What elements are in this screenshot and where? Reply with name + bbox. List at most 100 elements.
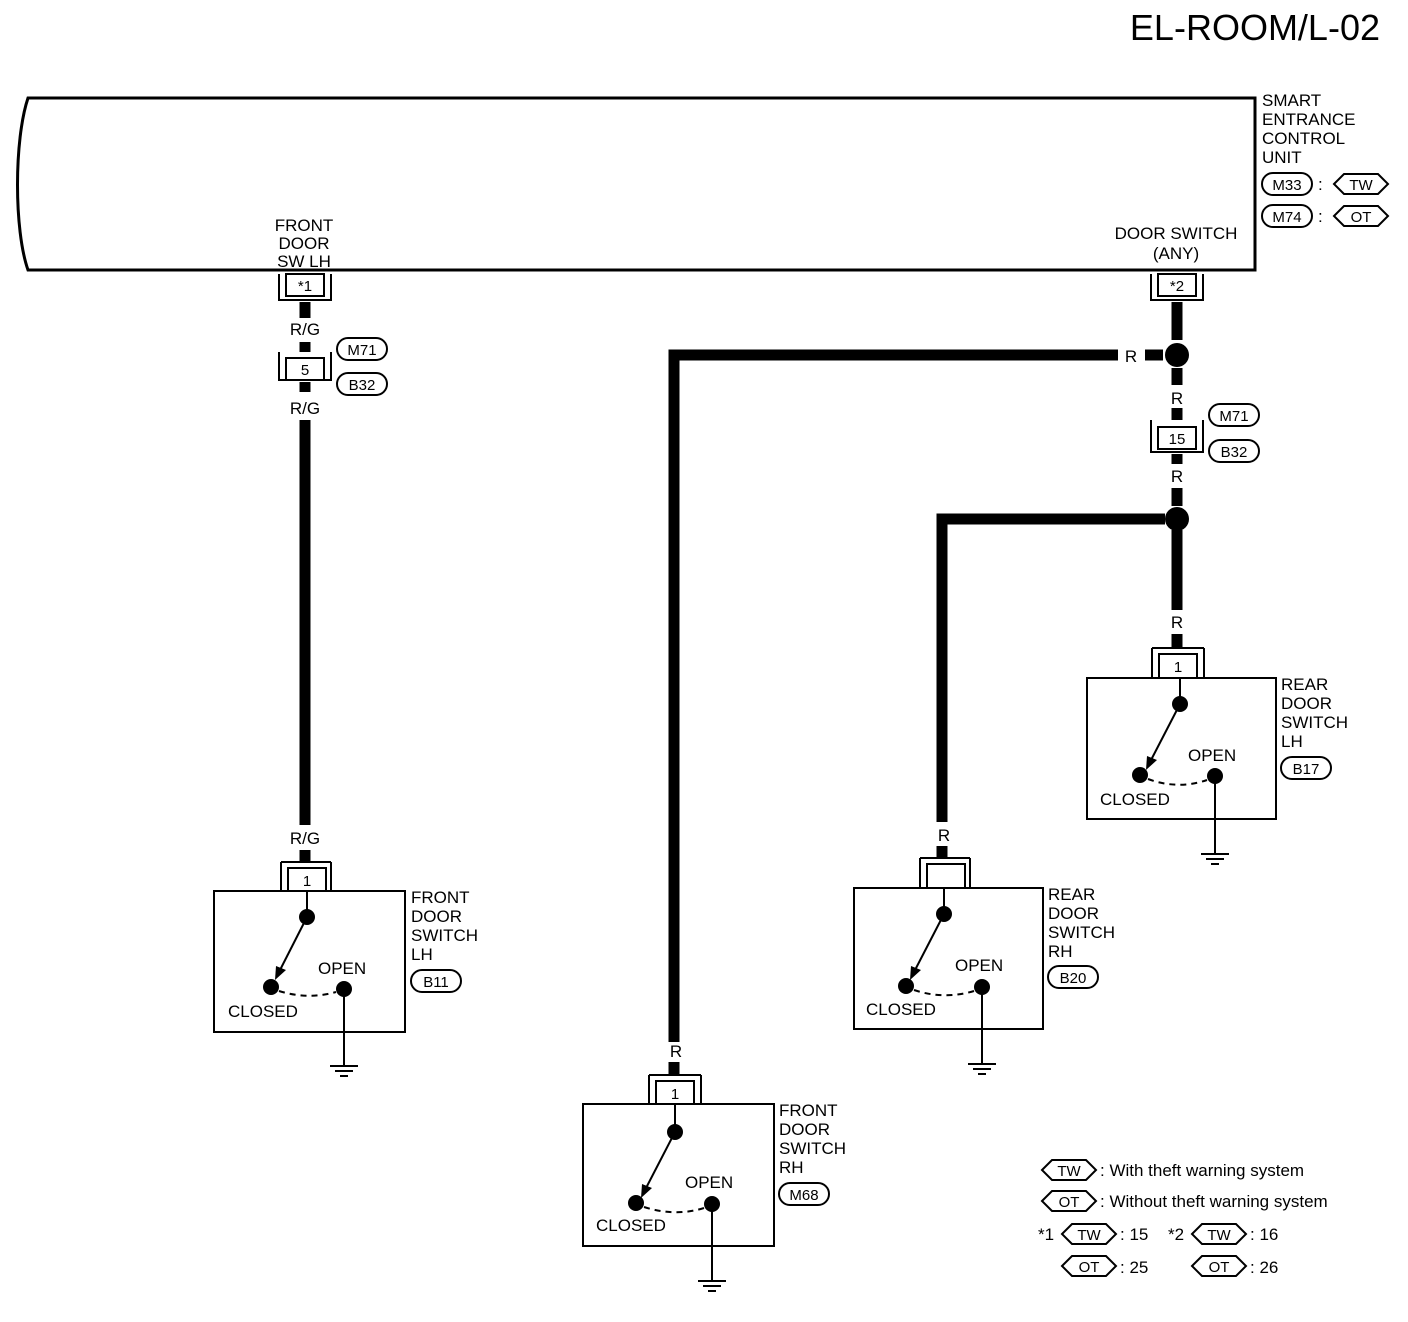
svg-text:REAR: REAR [1048, 885, 1095, 904]
svg-text:OT: OT [1351, 209, 1372, 226]
wire-color-label: R [1171, 389, 1183, 408]
connector-tag-m71-right: M71 [1208, 403, 1260, 427]
svg-text:FRONT: FRONT [275, 216, 334, 235]
closed-label: CLOSED [866, 1000, 936, 1019]
open-label: OPEN [955, 956, 1003, 975]
legend-note-1: *1 TW : 15 OT : 25 [1038, 1223, 1148, 1277]
rear-door-switch-lh: 1 OPEN CLOSED [1086, 647, 1277, 865]
wire-color-label: R/G [290, 829, 320, 848]
svg-text:TW: TW [1077, 1227, 1101, 1244]
svg-text:M71: M71 [347, 342, 376, 359]
svg-text:M74: M74 [1272, 209, 1301, 226]
wire-color-label: R [670, 1042, 682, 1061]
splice-point [1165, 507, 1189, 531]
wire-color-label: R [1171, 467, 1183, 486]
wire-r [668, 349, 1118, 1042]
switch-pin: 1 [303, 873, 311, 890]
svg-text:UNIT: UNIT [1262, 148, 1302, 167]
front-door-switch-rh: 1 OPEN CLOSED [582, 1074, 775, 1292]
pin-label-front-door-sw-lh: FRONT DOOR SW LH [275, 216, 334, 271]
wire-color-label: R [938, 826, 950, 845]
connector-tag-b32-right: B32 [1208, 439, 1260, 463]
svg-text:DOOR: DOOR [411, 907, 462, 926]
switch-label-rear-rh: REAR DOOR SWITCH RH B20 [1047, 885, 1115, 989]
svg-text:TW: TW [1349, 177, 1373, 194]
svg-text:FRONT: FRONT [779, 1101, 838, 1120]
svg-text:: 15: : 15 [1120, 1225, 1148, 1244]
svg-text:SW LH: SW LH [277, 252, 331, 271]
svg-text:DOOR SWITCH: DOOR SWITCH [1115, 224, 1238, 243]
svg-text:: With theft warning system: : With theft warning system [1100, 1161, 1304, 1180]
svg-text:OT: OT [1209, 1259, 1230, 1276]
legend-note-2: *2 TW : 16 OT : 26 [1168, 1223, 1278, 1277]
svg-text:SWITCH: SWITCH [779, 1139, 846, 1158]
open-label: OPEN [685, 1173, 733, 1192]
svg-text:RH: RH [1048, 942, 1073, 961]
legend-tw: TW : With theft warning system [1040, 1159, 1304, 1181]
svg-text:*1: *1 [298, 278, 312, 295]
svg-text:ENTRANCE: ENTRANCE [1262, 110, 1356, 129]
wire-color-label: R/G [290, 399, 320, 418]
wire-color-label: R/G [290, 320, 320, 339]
svg-text:SMART: SMART [1262, 91, 1321, 110]
svg-text:*2: *2 [1168, 1225, 1184, 1244]
pin-connector-star1: *1 [278, 273, 332, 301]
svg-text:B32: B32 [1221, 444, 1248, 461]
connector-tag-b20: B20 [1060, 970, 1087, 987]
svg-text:15: 15 [1169, 431, 1186, 448]
closed-label: CLOSED [228, 1002, 298, 1021]
junction-connector-15: 15 [1150, 420, 1204, 453]
ground-icon [697, 1272, 727, 1292]
switch-label-front-lh: FRONT DOOR SWITCH LH B11 [410, 888, 478, 993]
switch-label-front-rh: FRONT DOOR SWITCH RH M68 [778, 1101, 846, 1206]
connector-tag-b32: B32 [336, 372, 388, 396]
svg-text:M33: M33 [1272, 177, 1301, 194]
ground-icon [329, 1057, 359, 1077]
ground-icon [967, 1055, 997, 1075]
pin-label-door-switch-any: DOOR SWITCH (ANY) [1115, 224, 1238, 263]
connector-tag-b17: B17 [1293, 761, 1320, 778]
closed-label: CLOSED [596, 1216, 666, 1235]
svg-text:CONTROL: CONTROL [1262, 129, 1345, 148]
svg-text:LH: LH [411, 945, 433, 964]
wire-r [936, 513, 1165, 822]
svg-text:OT: OT [1059, 1194, 1080, 1211]
splice-point [1165, 343, 1189, 367]
svg-text:: Without theft warning system: : Without theft warning system [1100, 1192, 1328, 1211]
front-door-switch-lh: 1 OPEN CLOSED [213, 861, 406, 1077]
svg-text:FRONT: FRONT [411, 888, 470, 907]
svg-text:M71: M71 [1219, 408, 1248, 425]
control-unit-box [16, 96, 1257, 272]
svg-text:SWITCH: SWITCH [411, 926, 478, 945]
svg-text:5: 5 [301, 362, 309, 379]
svg-text:REAR: REAR [1281, 675, 1328, 694]
control-unit-label: SMART ENTRANCE CONTROL UNIT [1262, 91, 1356, 167]
separator: : [1318, 175, 1323, 194]
variant-tag-tw: TW [1332, 173, 1390, 195]
page-title: EL-ROOM/L-02 [1130, 7, 1380, 48]
closed-label: CLOSED [1100, 790, 1170, 809]
svg-text:: 26: : 26 [1250, 1258, 1278, 1277]
pin-connector-star2: *2 [1150, 273, 1204, 301]
open-label: OPEN [318, 959, 366, 978]
ground-icon [1200, 845, 1230, 865]
rear-door-switch-rh: OPEN CLOSED [853, 857, 1044, 1075]
wire-color-label: R [1171, 613, 1183, 632]
switch-label-rear-lh: REAR DOOR SWITCH LH B17 [1280, 675, 1348, 780]
svg-text:DOOR: DOOR [1048, 904, 1099, 923]
svg-text:B32: B32 [349, 377, 376, 394]
svg-text:OT: OT [1079, 1259, 1100, 1276]
svg-text:*2: *2 [1170, 278, 1184, 295]
svg-text:TW: TW [1057, 1163, 1081, 1180]
svg-text:RH: RH [779, 1158, 804, 1177]
connector-tag-b11: B11 [423, 974, 449, 991]
switch-pin: 1 [1174, 659, 1182, 676]
separator: : [1318, 207, 1323, 226]
connector-tag-m74: M74 [1261, 204, 1313, 228]
svg-text:: 16: : 16 [1250, 1225, 1278, 1244]
svg-text:DOOR: DOOR [1281, 694, 1332, 713]
wire-color-label: R [1125, 347, 1137, 366]
svg-text:TW: TW [1207, 1227, 1231, 1244]
open-label: OPEN [1188, 746, 1236, 765]
